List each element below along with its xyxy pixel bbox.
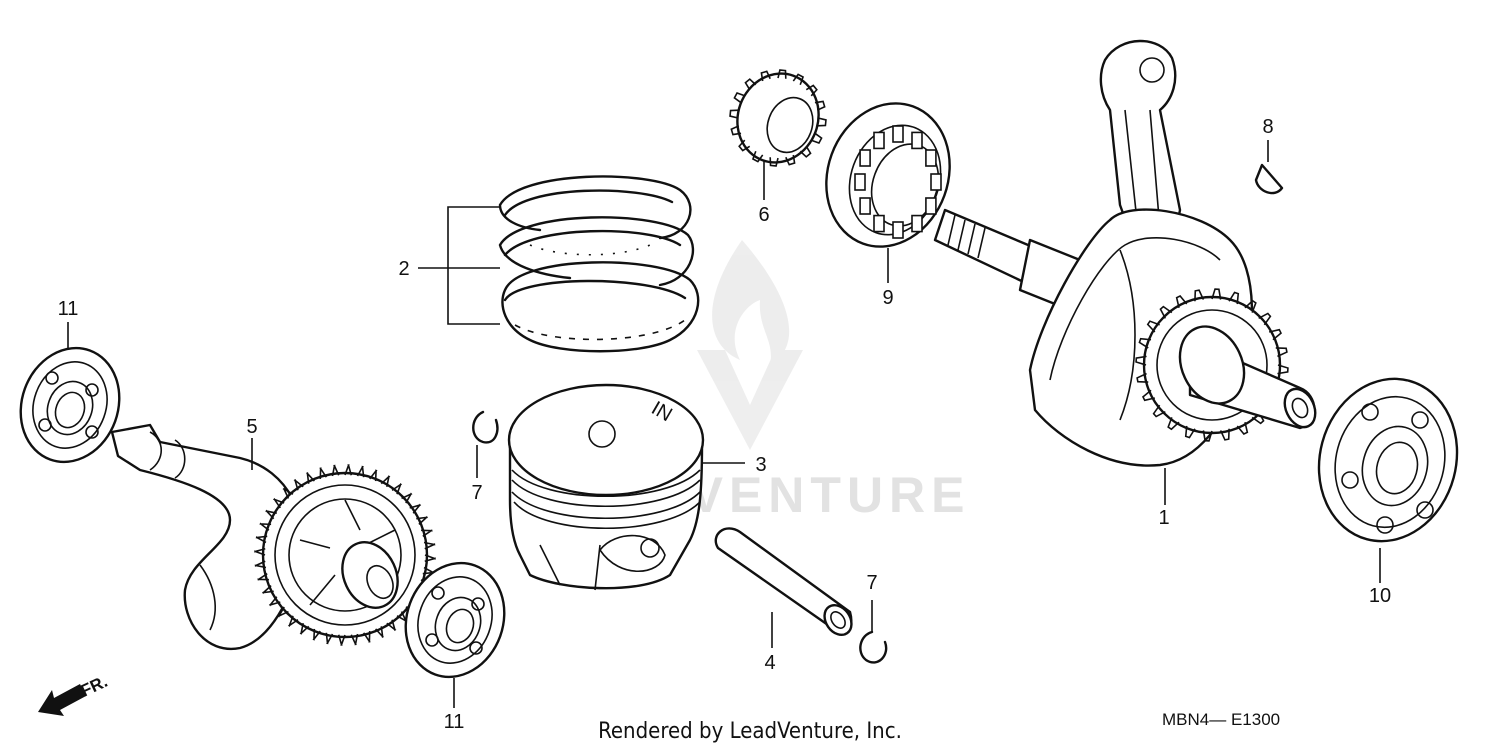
piston-3[interactable] (507, 383, 705, 591)
piston-rings-2[interactable] (498, 175, 700, 353)
footer-credit: Rendered by LeadVenture, Inc. (598, 719, 902, 744)
callout-1: 1 (1158, 507, 1169, 529)
bearing-10[interactable] (1301, 363, 1475, 557)
front-direction-arrow-icon (38, 684, 86, 716)
balancer-shaft-5[interactable] (110, 423, 436, 651)
crankshaft-1[interactable] (933, 39, 1321, 467)
bearing-11-left[interactable] (5, 334, 135, 476)
diagram-code: MBN4— E1300 (1162, 710, 1280, 729)
leader-lines (67, 140, 1381, 708)
gear-6[interactable] (725, 62, 831, 174)
callout-10: 10 (1369, 585, 1391, 607)
piston-pin-clip-7-top[interactable] (472, 410, 499, 444)
callout-8: 8 (1262, 116, 1273, 138)
callout-2-bracket (418, 206, 500, 325)
woodruff-key-8[interactable] (1254, 163, 1284, 195)
callout-6: 6 (758, 204, 769, 226)
bearing-11-bottom[interactable] (390, 549, 520, 691)
callout-11-bottom: 11 (444, 711, 465, 733)
callout-3: 3 (755, 454, 766, 476)
callout-7-top: 7 (471, 482, 482, 504)
piston-pin-clip-7-bottom[interactable] (859, 630, 888, 664)
callout-11-left: 11 (58, 298, 79, 320)
callout-4: 4 (764, 652, 775, 674)
callout-7-bottom: 7 (866, 572, 877, 594)
needle-bearing-9[interactable] (807, 86, 970, 264)
callout-2: 2 (398, 258, 409, 280)
callout-9: 9 (882, 287, 893, 309)
callout-5: 5 (246, 416, 257, 438)
piston-pin-4[interactable] (714, 527, 857, 640)
watermark-logo-icon (697, 240, 803, 450)
